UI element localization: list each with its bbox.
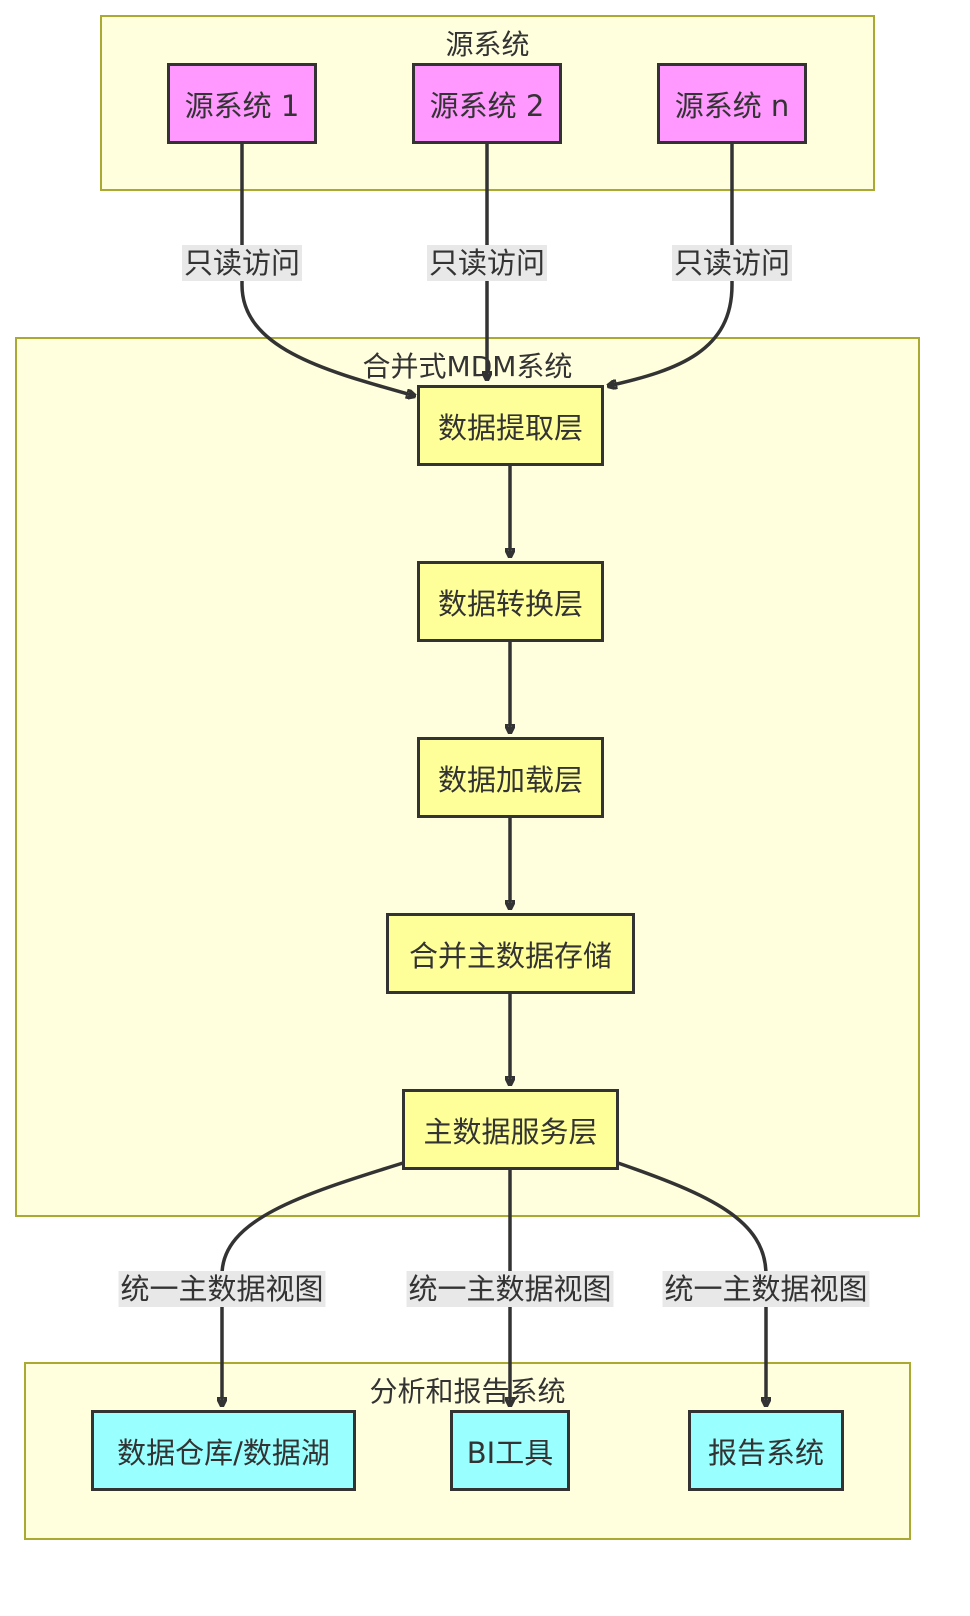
node-data-loading-layer: 数据加载层 (417, 737, 604, 818)
edge-label-read-only: 只读访问 (181, 245, 303, 281)
node-data-extraction-layer: 数据提取层 (417, 385, 604, 466)
node-source-system-n: 源系统 n (657, 63, 807, 144)
node-reporting-system: 报告系统 (688, 1410, 844, 1491)
edge-label-read-only: 只读访问 (671, 245, 793, 281)
edge-service-warehouse (222, 1161, 404, 1406)
node-consolidated-master-data-store: 合并主数据存储 (386, 913, 635, 994)
node-source-system-2: 源系统 2 (412, 63, 562, 144)
node-data-transformation-layer: 数据转换层 (417, 561, 604, 642)
cluster-title: 源系统 (445, 28, 530, 61)
node-bi-tools: BI工具 (450, 1410, 570, 1491)
edge-sourceN-extract (608, 143, 734, 386)
node-source-system-1: 源系统 1 (167, 63, 317, 144)
edge-label-unified-view: 统一主数据视图 (662, 1271, 870, 1307)
node-master-data-service-layer: 主数据服务层 (402, 1089, 619, 1170)
edge-label-read-only: 只读访问 (426, 245, 548, 281)
edge-service-report (617, 1161, 766, 1406)
edge-label-unified-view: 统一主数据视图 (118, 1271, 326, 1307)
cluster-title: 合并式MDM系统 (362, 350, 573, 383)
edge-label-unified-view: 统一主数据视图 (406, 1271, 614, 1307)
edge-source1-extract (240, 143, 415, 396)
cluster-title: 分析和报告系统 (369, 1375, 566, 1408)
node-data-warehouse-lake: 数据仓库/数据湖 (91, 1410, 356, 1491)
